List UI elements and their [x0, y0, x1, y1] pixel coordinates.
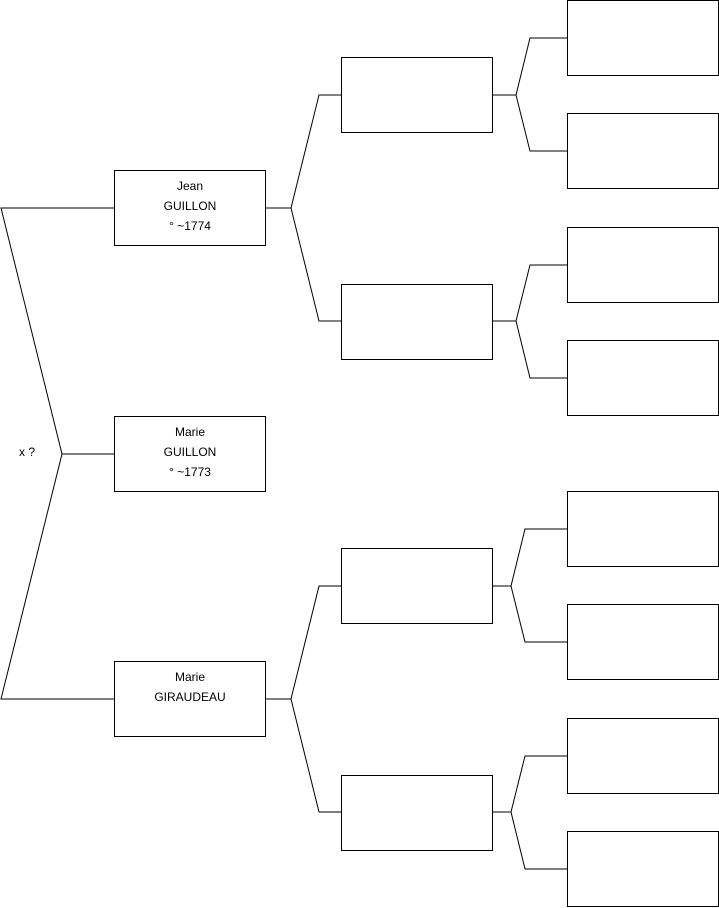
person-surname: GIRAUDEAU: [154, 690, 226, 704]
gen3-connector-3: [492, 528, 567, 643]
gen3-connector-4: [492, 755, 567, 870]
person-first-name: Jean: [176, 179, 204, 193]
person-box-ggp-2[interactable]: [567, 113, 719, 189]
gen3-connector-1: [492, 37, 567, 152]
gen3-connector-2: [492, 264, 567, 379]
person-surname: GUILLON: [163, 199, 217, 213]
person-first-name: Marie: [174, 670, 205, 684]
person-box-ggp-3[interactable]: [567, 227, 719, 303]
person-box-ggp-5[interactable]: [567, 491, 719, 567]
person-box-ggp-8[interactable]: [567, 831, 719, 907]
person-birth: ° ~1773: [169, 465, 211, 479]
person-surname: GUILLON: [163, 445, 217, 459]
father-connector: [265, 94, 341, 322]
person-box-ggp-4[interactable]: [567, 340, 719, 416]
person-box-father[interactable]: Jean GUILLON ° ~1774: [114, 170, 266, 246]
person-box-paternal-grandfather[interactable]: [341, 57, 493, 133]
person-box-paternal-grandmother[interactable]: [341, 284, 493, 360]
person-box-ggp-6[interactable]: [567, 604, 719, 680]
person-box-subject[interactable]: Marie GUILLON ° ~1773: [114, 416, 266, 492]
person-box-maternal-grandfather[interactable]: [341, 548, 493, 624]
mother-connector: [265, 585, 341, 813]
person-box-ggp-7[interactable]: [567, 718, 719, 794]
person-birth: ° ~1774: [169, 219, 211, 233]
person-box-mother[interactable]: Marie GIRAUDEAU: [114, 661, 266, 737]
union-marker: x ?: [19, 445, 36, 459]
person-box-maternal-grandmother[interactable]: [341, 775, 493, 851]
person-box-ggp-1[interactable]: [567, 0, 719, 76]
person-first-name: Marie: [174, 425, 205, 439]
couple-connector: [0, 207, 114, 700]
